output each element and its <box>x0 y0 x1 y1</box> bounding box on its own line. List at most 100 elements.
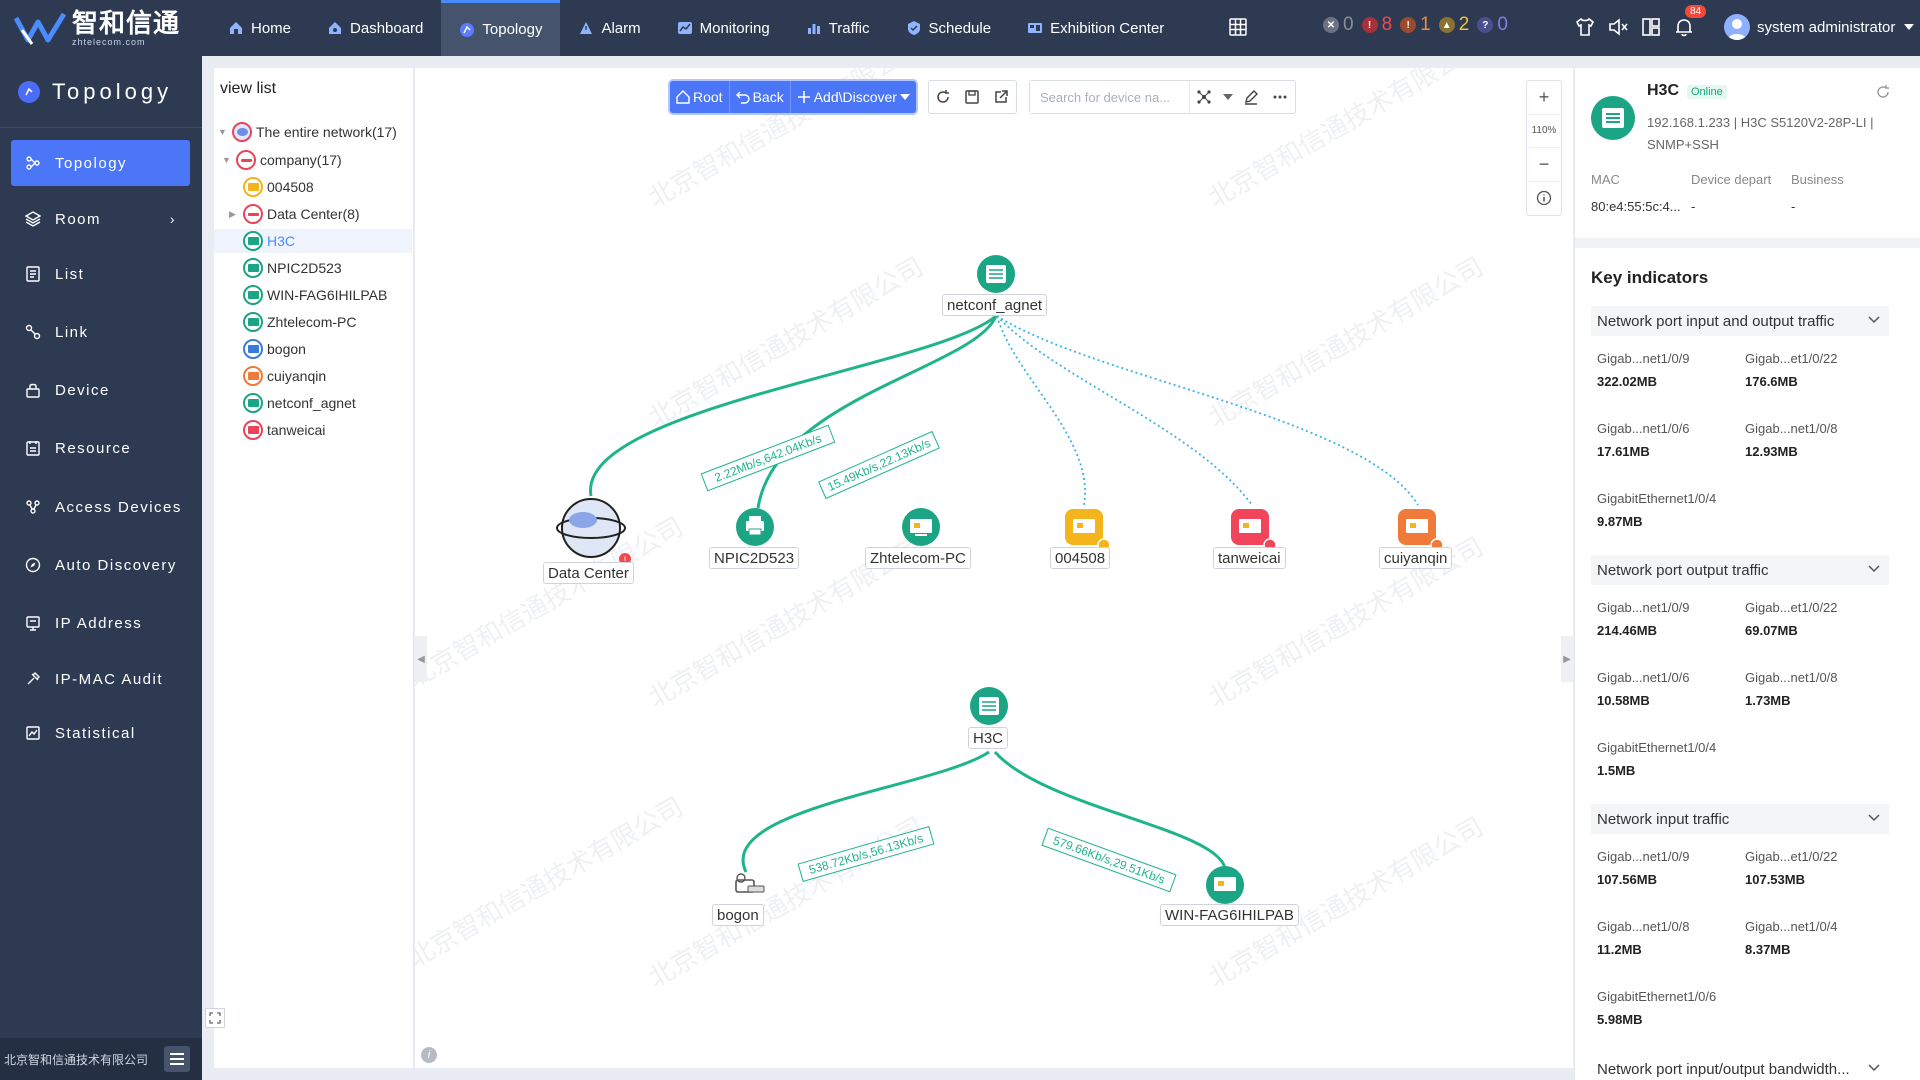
caret-right-icon[interactable]: ▶ <box>229 208 236 219</box>
collapse-right-handle[interactable]: ▶ <box>1561 636 1573 682</box>
nav-alarm[interactable]: Alarm <box>560 0 658 56</box>
sidebar-item-list[interactable]: List <box>11 251 190 297</box>
info-button[interactable]: i <box>421 1047 437 1063</box>
layout-dropdown-button[interactable] <box>1219 81 1237 113</box>
back-button[interactable]: Back <box>730 81 791 113</box>
layout-button[interactable] <box>1190 81 1219 113</box>
tree-item-win-fag6ihilpab[interactable]: WIN-FAG6IHILPAB <box>243 283 387 307</box>
link-netconf-cuiyanqin[interactable] <box>996 315 1419 506</box>
refresh-icon[interactable] <box>1875 84 1891 100</box>
zoom-out-button[interactable]: − <box>1526 148 1562 182</box>
link-label-h3c-bogon[interactable]: 538.72Kb/s,56.13Kb/s <box>797 825 935 883</box>
tree-item-netconf-agnet[interactable]: netconf_agnet <box>243 391 356 415</box>
node-cuiyanqin[interactable] <box>1398 509 1444 552</box>
node-label-004508[interactable]: 004508 <box>1050 547 1111 569</box>
alarm-count-unknown[interactable]: ? 0 <box>1477 14 1508 36</box>
fullscreen-button[interactable] <box>205 1008 225 1028</box>
node-label-tanweicai[interactable]: tanweicai <box>1213 547 1286 569</box>
node-netconf-agnet[interactable] <box>977 255 1015 293</box>
section-output-traffic-header[interactable]: Network port output traffic <box>1591 555 1889 585</box>
sidebar-item-access-devices[interactable]: Access Devices <box>11 484 190 530</box>
node-004508[interactable] <box>1065 509 1111 552</box>
link-netconf-npic[interactable] <box>756 315 998 509</box>
tree-item-zhtelecom-pc[interactable]: Zhtelecom-PC <box>243 310 356 334</box>
menu-toggle-button[interactable] <box>164 1046 190 1072</box>
section-io-traffic-header[interactable]: Network port input and output traffic <box>1591 306 1889 336</box>
sidebar-item-device[interactable]: Device <box>11 367 190 413</box>
collapse-left-handle[interactable]: ◀ <box>415 636 427 682</box>
sidebar-item-link[interactable]: Link <box>11 309 190 355</box>
sidebar-item-ip-mac-audit[interactable]: IP-MAC Audit <box>11 656 190 702</box>
link-netconf-tanweicai[interactable] <box>996 315 1253 506</box>
add-discover-button[interactable]: Add\Discover <box>791 81 916 113</box>
node-label-cuiyanqin[interactable]: cuiyanqin <box>1379 547 1453 569</box>
tree-item-bogon[interactable]: bogon <box>243 337 306 361</box>
link-label-netconf-npic[interactable]: 15.49Kb/s,22.13Kb/s <box>818 430 940 500</box>
app-grid-icon[interactable] <box>1229 18 1247 36</box>
node-tanweicai[interactable] <box>1231 509 1277 552</box>
node-label-npic2d523[interactable]: NPIC2D523 <box>709 547 800 569</box>
nav-dashboard[interactable]: Dashboard <box>309 0 441 56</box>
edit-button[interactable] <box>1237 81 1266 113</box>
tree-item-004508[interactable]: 004508 <box>243 175 314 199</box>
alarm-count-critical[interactable]: ! 8 <box>1361 14 1392 36</box>
tree-item-data-center[interactable]: ▶ Data Center(8) <box>229 202 360 226</box>
tree-item-company[interactable]: ▼ company(17) <box>222 148 342 172</box>
node-win-fag6ihilpab[interactable] <box>1206 866 1244 904</box>
sidebar-item-ip-address[interactable]: IP Address <box>11 600 190 646</box>
export-button[interactable] <box>987 81 1016 113</box>
nav-exhibition-center[interactable]: Exhibition Center <box>1009 0 1182 56</box>
alarm-count-minor[interactable]: ▲ 2 <box>1438 14 1469 36</box>
brand-logo[interactable]: 智和信通 zhtelecom.com <box>14 6 194 50</box>
link-netconf-datacenter[interactable] <box>589 314 997 497</box>
node-h3c[interactable] <box>970 687 1008 725</box>
more-button[interactable] <box>1266 81 1295 113</box>
sidebar-item-room[interactable]: Room › <box>11 196 190 242</box>
link-netconf-004508[interactable] <box>996 315 1086 506</box>
fit-view-button[interactable] <box>1526 182 1562 215</box>
caret-down-icon[interactable]: ▼ <box>218 127 227 137</box>
save-button[interactable] <box>958 81 987 113</box>
node-bogon[interactable] <box>735 873 765 893</box>
sidebar-item-auto-discovery[interactable]: Auto Discovery <box>11 542 190 588</box>
alarm-count-x[interactable]: ✕ 0 <box>1323 14 1354 36</box>
node-label-data-center[interactable]: Data Center <box>543 562 634 584</box>
refresh-button[interactable] <box>929 81 958 113</box>
user-menu[interactable]: system administrator <box>1724 14 1915 40</box>
nav-schedule[interactable]: Schedule <box>888 0 1010 56</box>
device-search-input[interactable] <box>1029 81 1190 113</box>
tree-item-h3c[interactable]: H3C <box>214 229 412 253</box>
node-label-zhtelecom-pc[interactable]: Zhtelecom-PC <box>865 547 971 569</box>
link-h3c-win[interactable] <box>993 750 1227 869</box>
tree-item-tanweicai[interactable]: tanweicai <box>243 418 325 442</box>
tree-item-entire-network[interactable]: ▼ The entire network(17) <box>218 120 397 144</box>
section-bandwidth-header[interactable]: Network port input/output bandwidth... <box>1591 1054 1889 1080</box>
nav-monitoring[interactable]: Monitoring <box>659 0 788 56</box>
tree-item-npic2d523[interactable]: NPIC2D523 <box>243 256 342 280</box>
tree-item-cuiyanqin[interactable]: cuiyanqin <box>243 364 326 388</box>
zoom-in-button[interactable]: + <box>1526 81 1562 115</box>
node-label-h3c[interactable]: H3C <box>968 727 1009 749</box>
nav-topology[interactable]: Topology <box>441 0 561 56</box>
nav-home[interactable]: Home <box>210 0 309 56</box>
root-button[interactable]: Root <box>670 81 730 113</box>
node-label-win-fag6ihilpab[interactable]: WIN-FAG6IHILPAB <box>1160 904 1299 926</box>
notification-bell[interactable]: 84 <box>1673 5 1707 38</box>
link-label-h3c-win[interactable]: 579.66Kb/s,29.51Kb/s <box>1041 827 1177 893</box>
layout-icon[interactable] <box>1640 16 1662 38</box>
node-zhtelecom-pc[interactable] <box>902 508 940 546</box>
node-npic2d523[interactable] <box>736 508 774 546</box>
node-data-center[interactable]: ! <box>556 498 631 565</box>
section-input-traffic-header[interactable]: Network input traffic <box>1591 804 1889 834</box>
topology-canvas[interactable]: 北京智和信通技术有限公司 北京智和信通技术有限公司 北京智和信通技术有限公司 北… <box>415 68 1573 1068</box>
alarm-count-major[interactable]: ! 1 <box>1400 14 1431 36</box>
sidebar-item-resource[interactable]: Resource <box>11 425 190 471</box>
link-h3c-bogon[interactable] <box>741 750 990 873</box>
node-label-bogon[interactable]: bogon <box>712 904 764 926</box>
tshirt-skin-icon[interactable] <box>1574 16 1596 38</box>
caret-down-icon[interactable]: ▼ <box>222 155 231 165</box>
mute-icon[interactable] <box>1607 16 1629 38</box>
sidebar-item-statistical[interactable]: Statistical <box>11 710 190 756</box>
sidebar-item-topology[interactable]: Topology <box>11 140 190 186</box>
node-label-netconf-agnet[interactable]: netconf_agnet <box>942 294 1048 316</box>
